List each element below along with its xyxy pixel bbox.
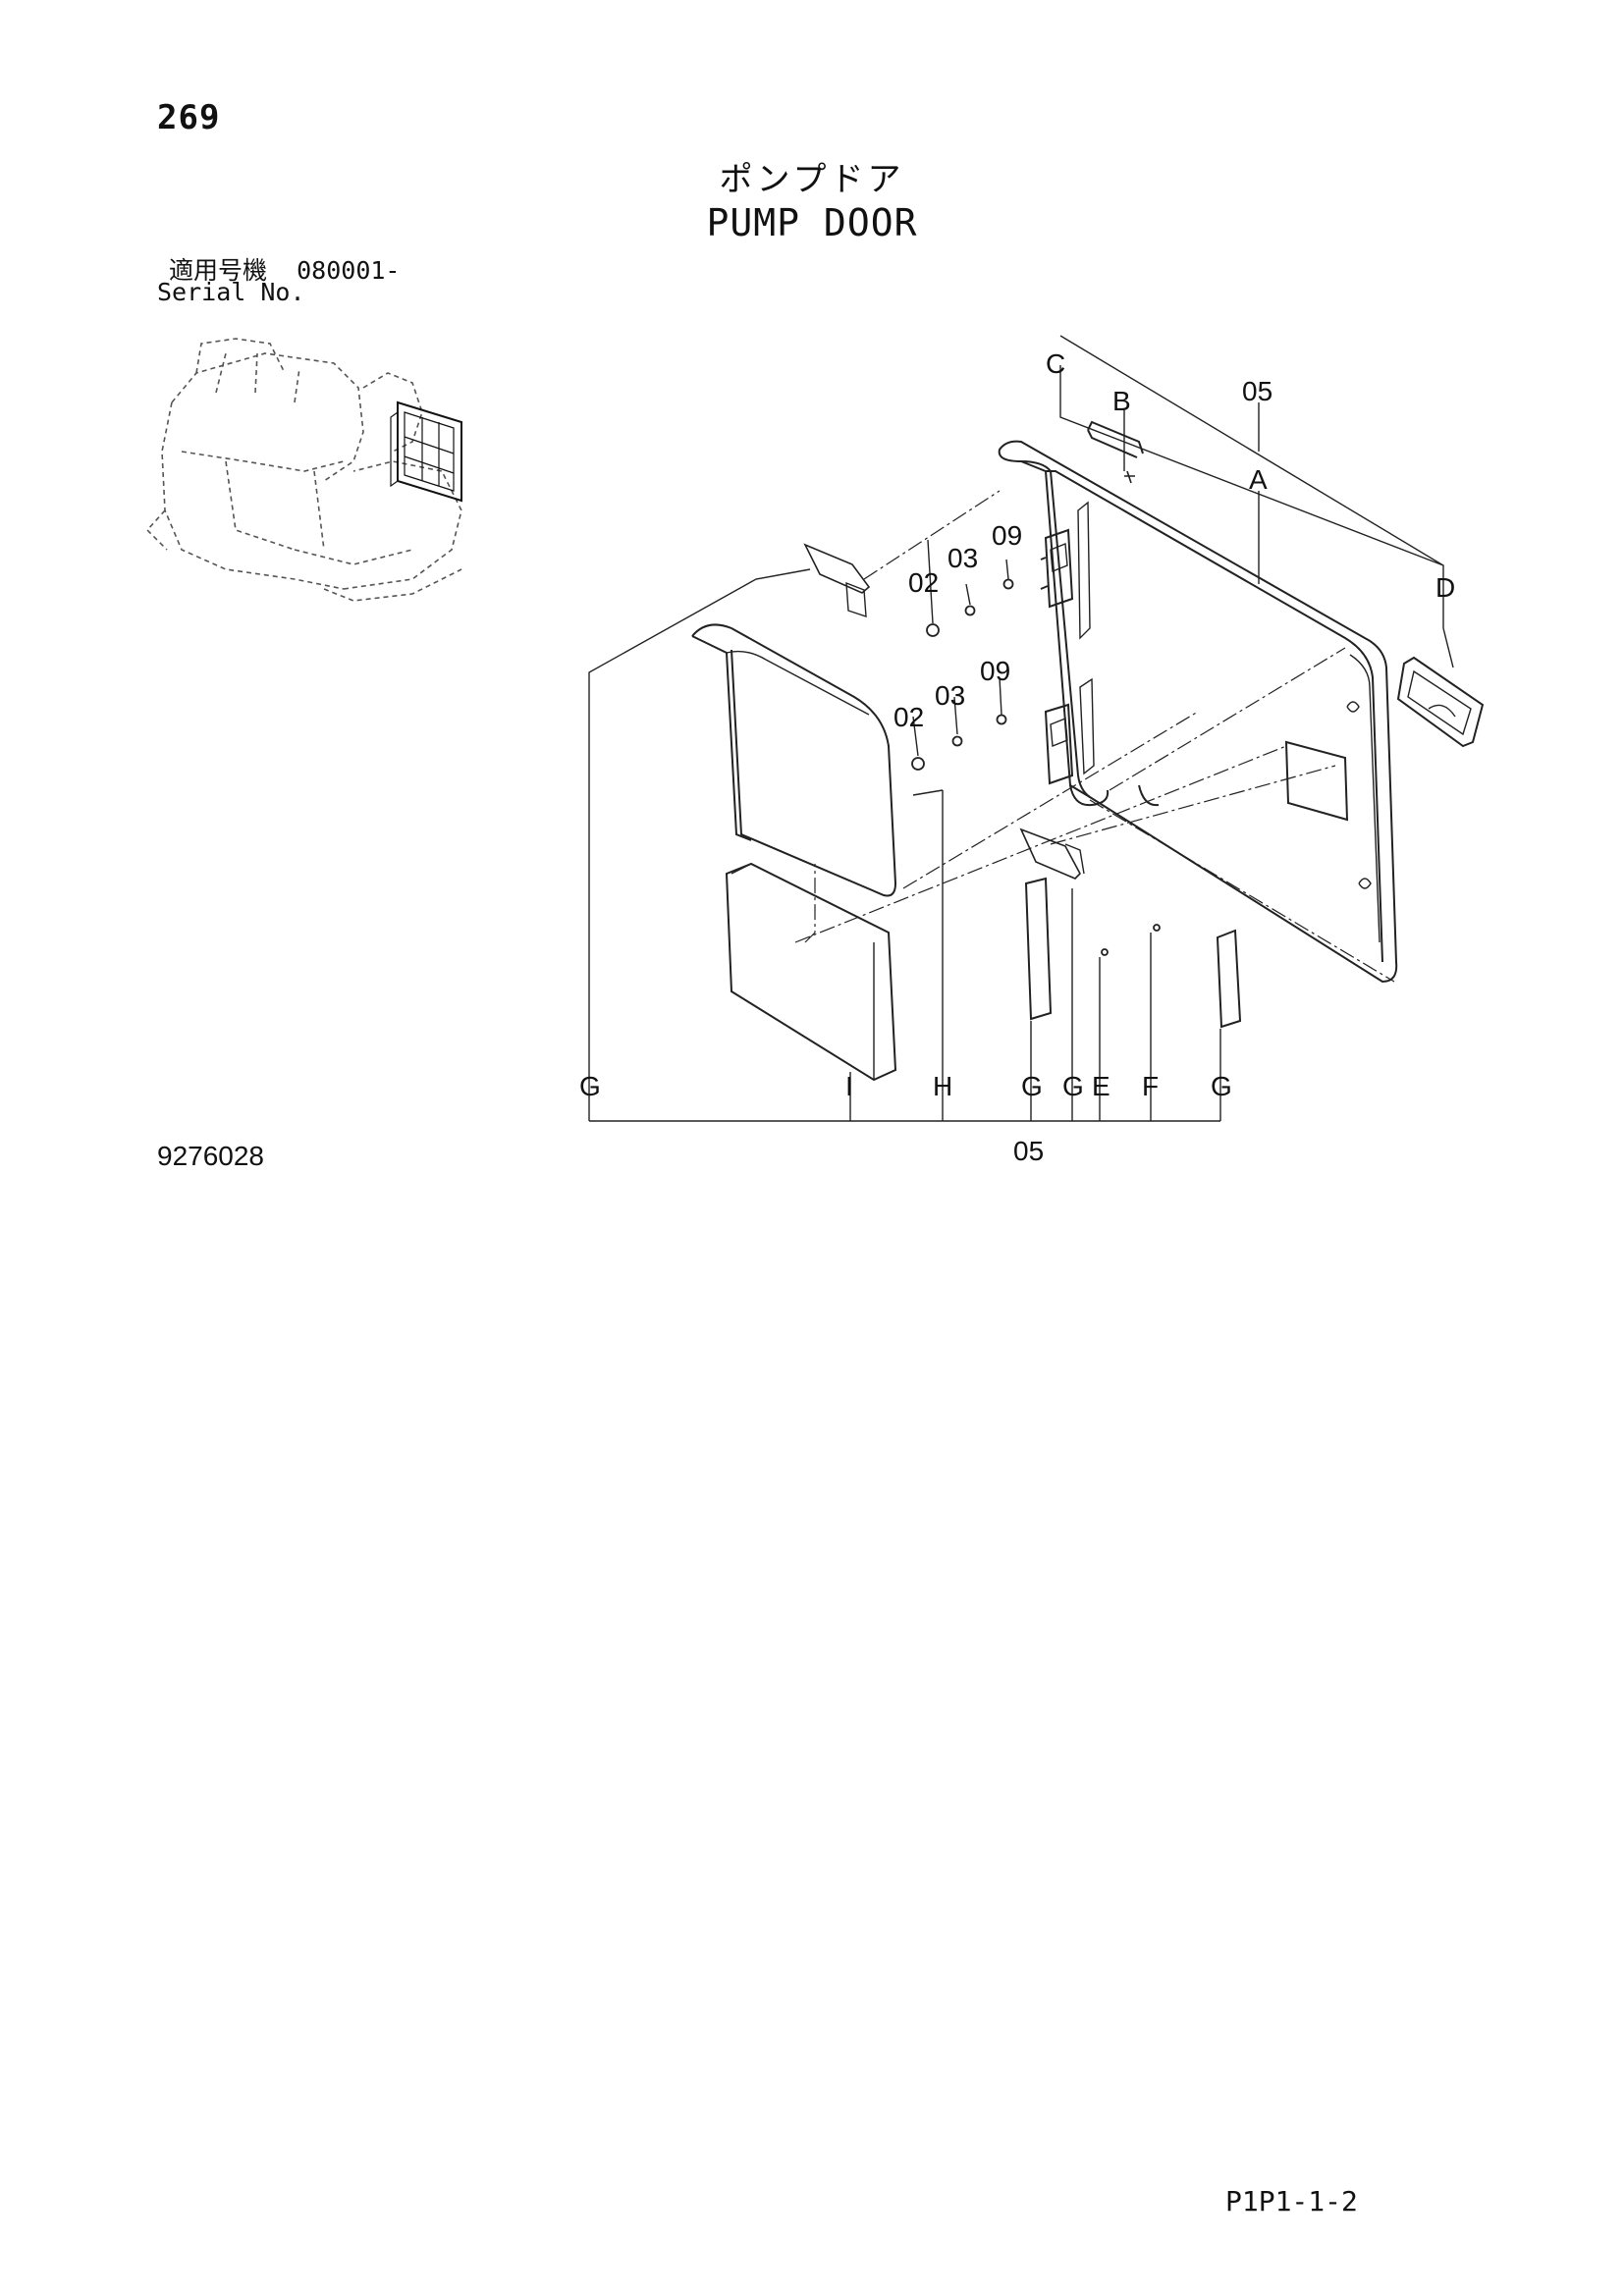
callout-g-2: G [1021,1071,1043,1101]
callout-h: H [933,1071,952,1101]
page-code: P1P1-1-2 [1225,2185,1358,2217]
callout-09-lower: 09 [980,656,1010,686]
callout-03-lower: 03 [935,680,965,711]
pump-door-location-highlight [390,400,462,503]
insulation-pad-upper [691,623,897,897]
callout-c: C [1046,348,1065,379]
pump-door-frame [998,440,1398,984]
side-panel-cutout [1284,740,1349,822]
serial-row: 適用号機 080001- [169,251,400,287]
title-english: PUMP DOOR [706,201,918,244]
callout-05-bottom: 05 [1013,1136,1044,1166]
figure-number: 9276028 [157,1141,265,1171]
phantom-lines [794,490,1395,983]
hinge-upper [1040,528,1074,609]
fasteners [911,578,1161,956]
callout-02-upper: 02 [908,567,939,598]
callout-i: I [845,1071,853,1101]
excavator-location-thumbnail [145,338,462,602]
callout-03-upper: 03 [947,543,978,573]
callout-a: A [1249,464,1268,495]
callout-02-lower: 02 [893,702,924,732]
door-plate [1396,656,1485,748]
callout-05-top: 05 [1242,376,1272,406]
serial-value: 080001- [297,256,401,285]
callout-b: B [1112,386,1131,416]
hinge-lower [1044,703,1074,785]
serial-label-en: Serial No. [157,278,305,306]
callout-labels: C B 05 A D 02 03 09 02 03 09 G I H G G E… [579,348,1455,1166]
callout-g-3: G [1062,1071,1084,1101]
callout-09-upper: 09 [992,520,1022,551]
callout-g-4: G [1211,1071,1232,1101]
seal-strips [803,543,1242,1029]
title-japanese: ポンプドア [719,160,905,199]
callout-e: E [1092,1071,1110,1101]
callout-d: D [1435,572,1455,603]
insulation-pad-lower [725,862,897,1082]
leader-lines [588,335,1454,1122]
page-number: 269 [157,98,221,137]
serial-label-jp: 適用号機 [169,256,268,285]
callout-f: F [1142,1071,1159,1101]
callout-g-1: G [579,1071,601,1101]
